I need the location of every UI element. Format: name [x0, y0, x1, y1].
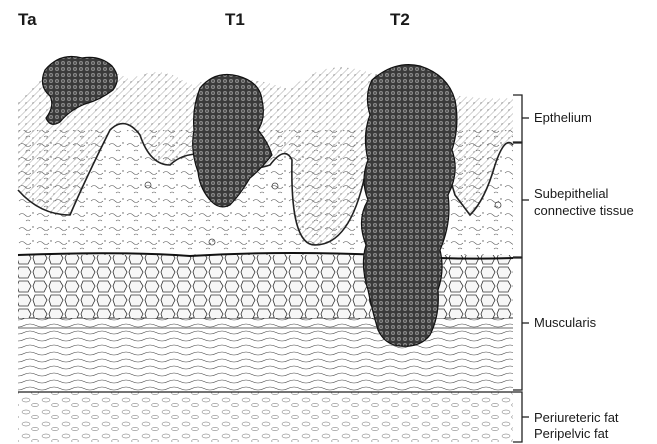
layer-brackets: [513, 95, 529, 442]
label-fat-line2: Peripelvic fat: [534, 426, 608, 442]
fat-layer: [18, 392, 513, 442]
label-epithelium: Epthelium: [534, 110, 592, 126]
stage-label-t1: T1: [225, 10, 245, 30]
stage-label-ta: Ta: [18, 10, 37, 30]
label-subepithelial-line2: connective tissue: [534, 203, 634, 219]
label-fat-line1: Periureteric fat: [534, 410, 619, 426]
label-subepithelial-line1: Subepithelial: [534, 186, 608, 202]
stage-label-t2: T2: [390, 10, 410, 30]
muscularis-fiber-layer: [18, 318, 513, 392]
label-muscularis: Muscularis: [534, 315, 596, 331]
